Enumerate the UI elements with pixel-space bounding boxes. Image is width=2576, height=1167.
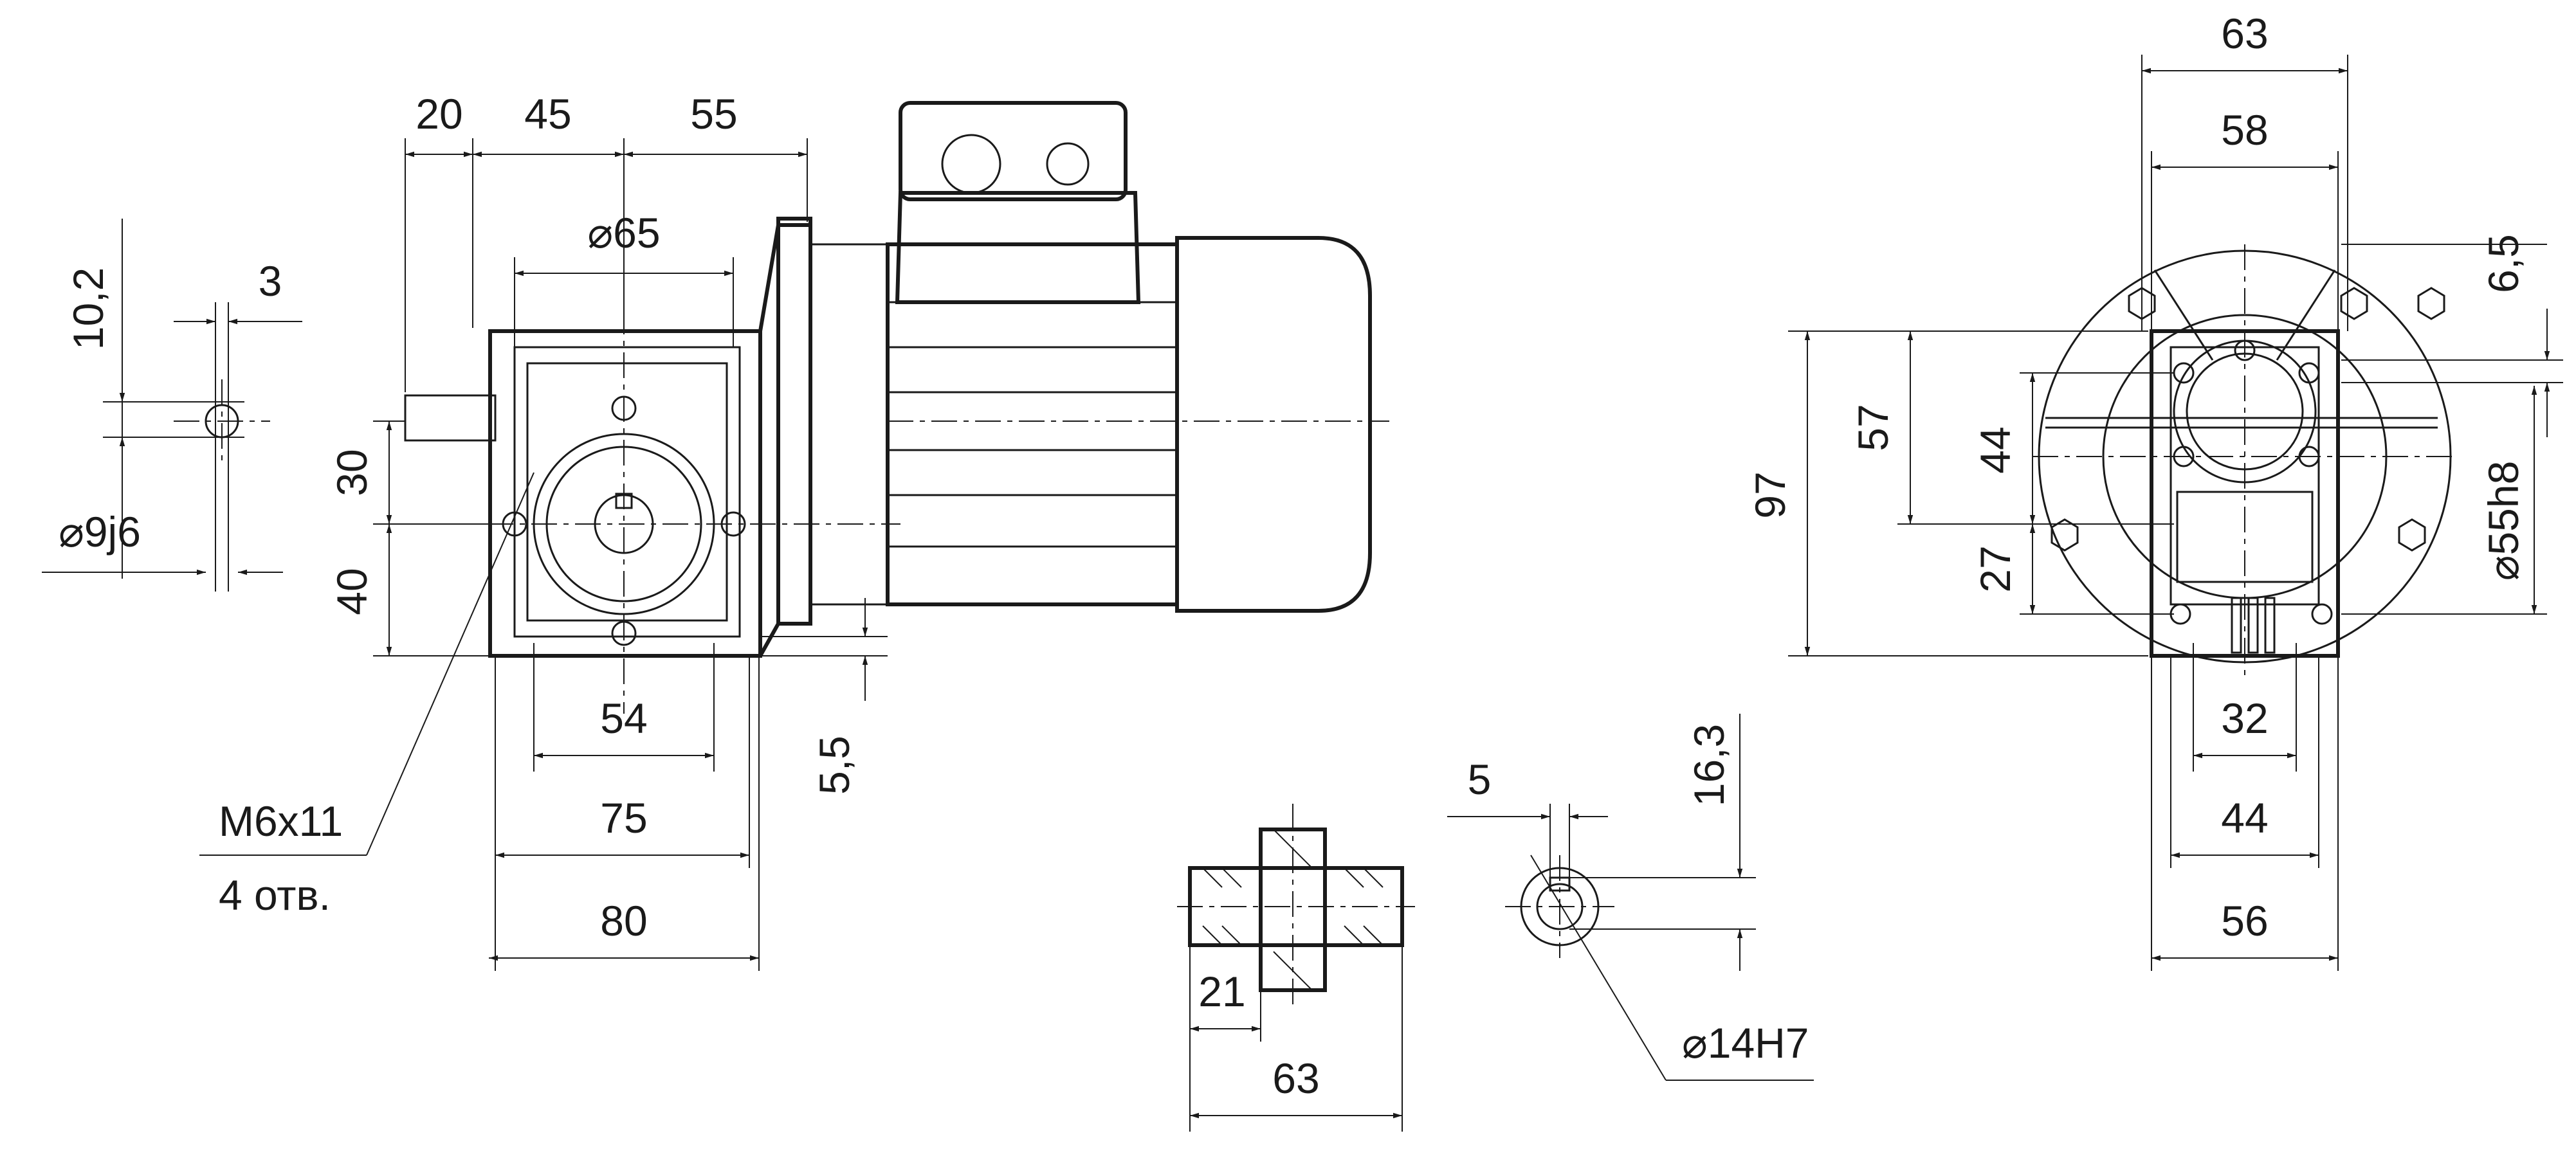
- dim-75: 75: [600, 794, 647, 842]
- bore-keyway-detail: 5 16,3 ⌀14H7: [1447, 714, 1814, 1081]
- fan-cover: [1175, 236, 1372, 613]
- dim-63-front: 63: [2221, 10, 2268, 57]
- dim-97: 97: [1746, 471, 1794, 518]
- input-shaft-detail: 10,2 3 ⌀9j6: [42, 219, 302, 592]
- dim-45: 45: [524, 90, 571, 138]
- dim-16-3: 16,3: [1685, 724, 1733, 806]
- gearbox-housing: [488, 329, 762, 658]
- dim-44-vertical: 44: [1971, 426, 2019, 473]
- thread-note-line2: 4 отв.: [219, 871, 331, 919]
- motor-body: [886, 242, 1179, 606]
- dim-20: 20: [416, 90, 462, 138]
- dim-55: 55: [690, 90, 737, 138]
- dim-phi65: ⌀65: [587, 209, 660, 257]
- dim-phi14H7: ⌀14H7: [1682, 1019, 1809, 1067]
- cable-gland: [941, 134, 1001, 194]
- dim-44-horizontal: 44: [2221, 794, 2268, 842]
- dim-57: 57: [1849, 404, 1897, 451]
- dim-10-2: 10,2: [64, 267, 112, 350]
- dim-3: 3: [259, 257, 282, 305]
- dim-21: 21: [1198, 968, 1245, 1015]
- dim-58: 58: [2221, 106, 2268, 154]
- dim-5: 5: [1468, 755, 1492, 803]
- dim-6-5: 6,5: [2480, 234, 2527, 293]
- dim-5-5: 5,5: [810, 736, 858, 795]
- dim-27: 27: [1971, 545, 2019, 592]
- dim-56: 56: [2221, 897, 2268, 945]
- dim-40: 40: [328, 568, 376, 615]
- input-shaft: [404, 394, 497, 442]
- front-view: 63 58 6,5 ⌀55h8 97 57 44 27: [1746, 10, 2563, 971]
- motor-flange: [758, 223, 812, 657]
- dim-30: 30: [328, 449, 376, 496]
- dim-phi55h8: ⌀55h8: [2480, 461, 2527, 581]
- dim-32: 32: [2221, 694, 2268, 742]
- dim-54: 54: [600, 694, 647, 742]
- side-view: 20 45 55 ⌀65 30 40 54 75 80 5,5: [199, 90, 1389, 971]
- thread-note-line1: M6x11: [219, 797, 343, 845]
- terminal-box: [895, 191, 1141, 304]
- dim-phi9j6: ⌀9j6: [59, 508, 141, 556]
- bore-section: 21 63: [1177, 804, 1415, 1132]
- dim-80: 80: [600, 897, 647, 945]
- dim-63-bore: 63: [1272, 1054, 1319, 1102]
